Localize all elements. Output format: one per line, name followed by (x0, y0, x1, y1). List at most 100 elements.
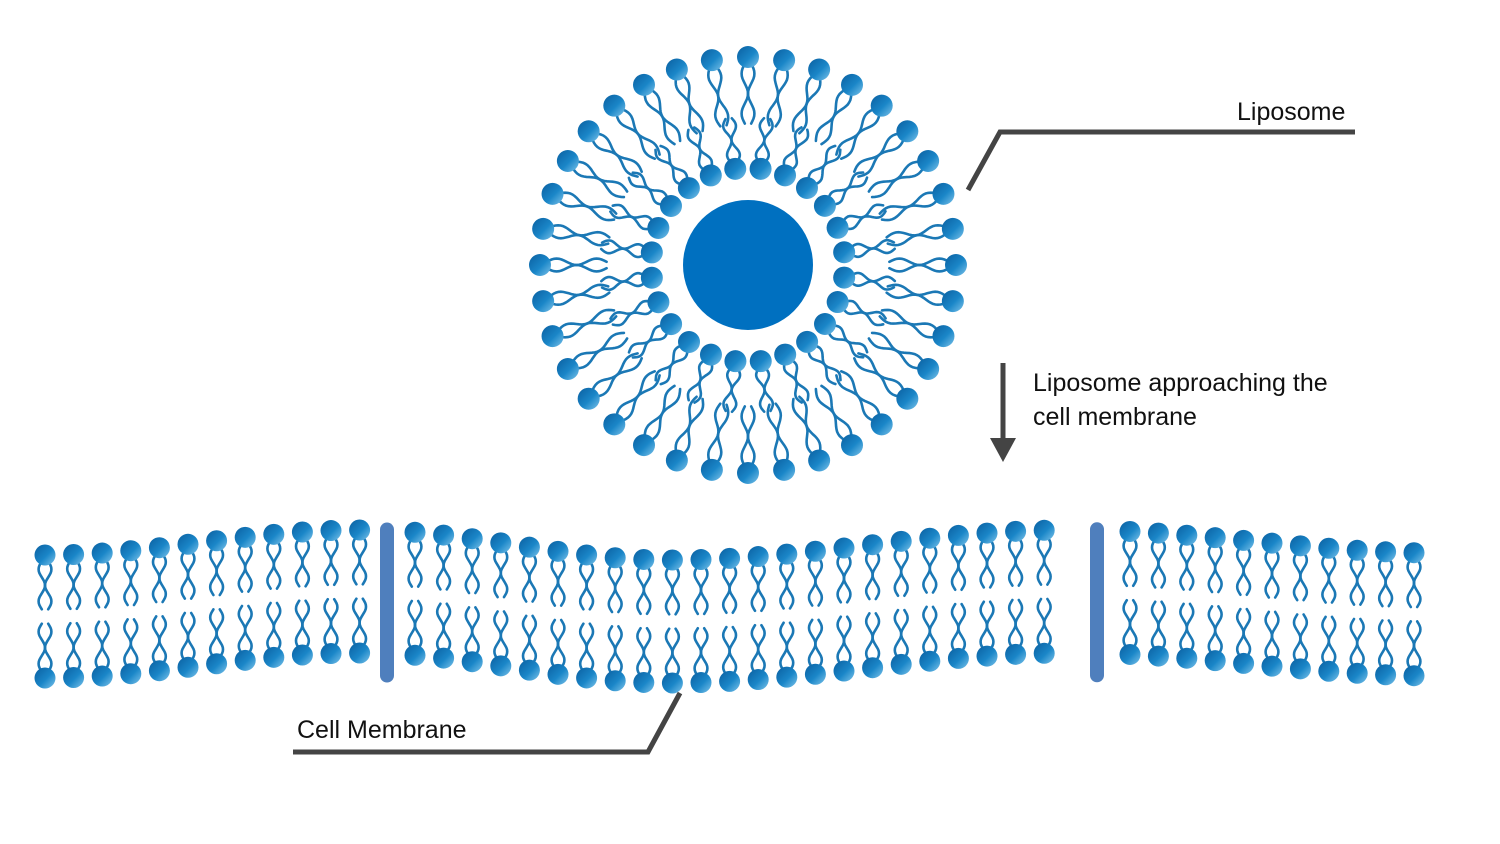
lipid-tail (521, 552, 531, 603)
lipid-head (1233, 652, 1255, 674)
lipid-head (547, 663, 569, 685)
phospholipid (600, 266, 663, 292)
lipid-tail (814, 618, 824, 670)
lipid-head (91, 665, 113, 687)
lipid-head (263, 523, 285, 545)
lipid-tail (730, 117, 742, 164)
lipid-tail (590, 136, 639, 178)
lipid-head (773, 49, 796, 72)
phospholipid (633, 73, 682, 146)
lipid-tail (351, 535, 361, 586)
phospholipid (532, 283, 611, 313)
lipid-head (804, 663, 826, 685)
lipid-head (976, 522, 998, 544)
lipid-tail (1292, 550, 1302, 602)
phospholipid (633, 548, 655, 616)
lipid-tail (1213, 605, 1223, 656)
lipid-tail (827, 329, 865, 359)
lipid-tail (493, 547, 503, 599)
lipid-tail (1327, 615, 1337, 667)
phospholipid (206, 530, 228, 597)
lipid-head (1204, 650, 1226, 672)
phospholipid (349, 597, 371, 664)
lipid-tail (1128, 598, 1138, 650)
cell-membrane (34, 519, 1425, 694)
lipid-tail (754, 366, 766, 413)
lipid-tail (798, 75, 822, 135)
phospholipid (719, 547, 741, 614)
lipid-tail (871, 612, 881, 663)
lipid-head (577, 387, 600, 410)
lipid-tail (545, 263, 608, 273)
phospholipid (404, 599, 426, 666)
lipid-head (1318, 537, 1340, 559)
lipid-head (678, 331, 701, 354)
phospholipid (609, 203, 670, 239)
phospholipid (721, 117, 747, 180)
lipid-head (747, 669, 769, 691)
lipid-tail (686, 358, 707, 402)
lipid-tail (129, 618, 139, 669)
lipid-tail (407, 537, 417, 588)
lipid-tail (756, 623, 766, 675)
lipid-head (1346, 539, 1368, 561)
lipid-head (724, 157, 747, 180)
phospholipid (862, 534, 884, 601)
lipid-head (661, 672, 683, 694)
lipid-head (1033, 519, 1055, 541)
phospholipid (433, 524, 455, 591)
lipid-tail (807, 556, 817, 607)
lipid-tail (774, 402, 790, 465)
lipid-head (34, 544, 56, 566)
phospholipid (1375, 541, 1397, 608)
lipid-tail (730, 366, 742, 414)
lipid-head (796, 330, 819, 353)
phospholipid (320, 597, 342, 665)
lipid-tail (614, 370, 656, 419)
lipid-tail (820, 384, 853, 440)
lipid-head (518, 536, 540, 558)
lipid-head (604, 670, 626, 692)
lipid-tail (243, 604, 253, 656)
lipid-tail (789, 358, 810, 402)
phospholipid (603, 370, 661, 436)
lipid-tail (1235, 545, 1245, 596)
lipid-head (604, 547, 626, 569)
lipid-head (699, 343, 722, 366)
lipid-tail (849, 271, 897, 283)
lipid-head (640, 266, 663, 289)
lipid-head (841, 434, 863, 457)
lipid-tail (686, 128, 707, 172)
lipid-tail (674, 75, 698, 135)
lipid-tail (779, 559, 789, 610)
liposome-core (683, 200, 813, 330)
lipid-head (320, 643, 342, 665)
phospholipid (776, 621, 798, 688)
phospholipid (835, 370, 893, 436)
lipid-tail (899, 608, 909, 660)
lipid-head (941, 290, 964, 313)
lipid-head (532, 217, 555, 240)
lipid-head (404, 644, 426, 666)
lipid-tail (867, 160, 923, 193)
phospholipid (888, 254, 967, 276)
lipid-head (1147, 645, 1169, 667)
lipid-head (719, 670, 741, 692)
lipid-head (556, 358, 579, 380)
lipid-head (773, 458, 796, 481)
lipid-tail (499, 610, 509, 661)
lipid-tail (607, 562, 617, 614)
lipid-head (349, 519, 371, 541)
lipid-tail (329, 597, 339, 649)
lipid-tail (528, 614, 538, 666)
lipid-tail (609, 299, 653, 320)
phospholipid (737, 46, 759, 125)
lipid-head (633, 434, 655, 457)
lipid-tail (600, 239, 647, 250)
lipid-head (917, 150, 940, 172)
lipid-head (747, 546, 769, 568)
lipid-head (1403, 665, 1425, 687)
lipid-head (862, 657, 884, 679)
phospholipid (919, 527, 941, 594)
lipid-head (941, 217, 964, 240)
